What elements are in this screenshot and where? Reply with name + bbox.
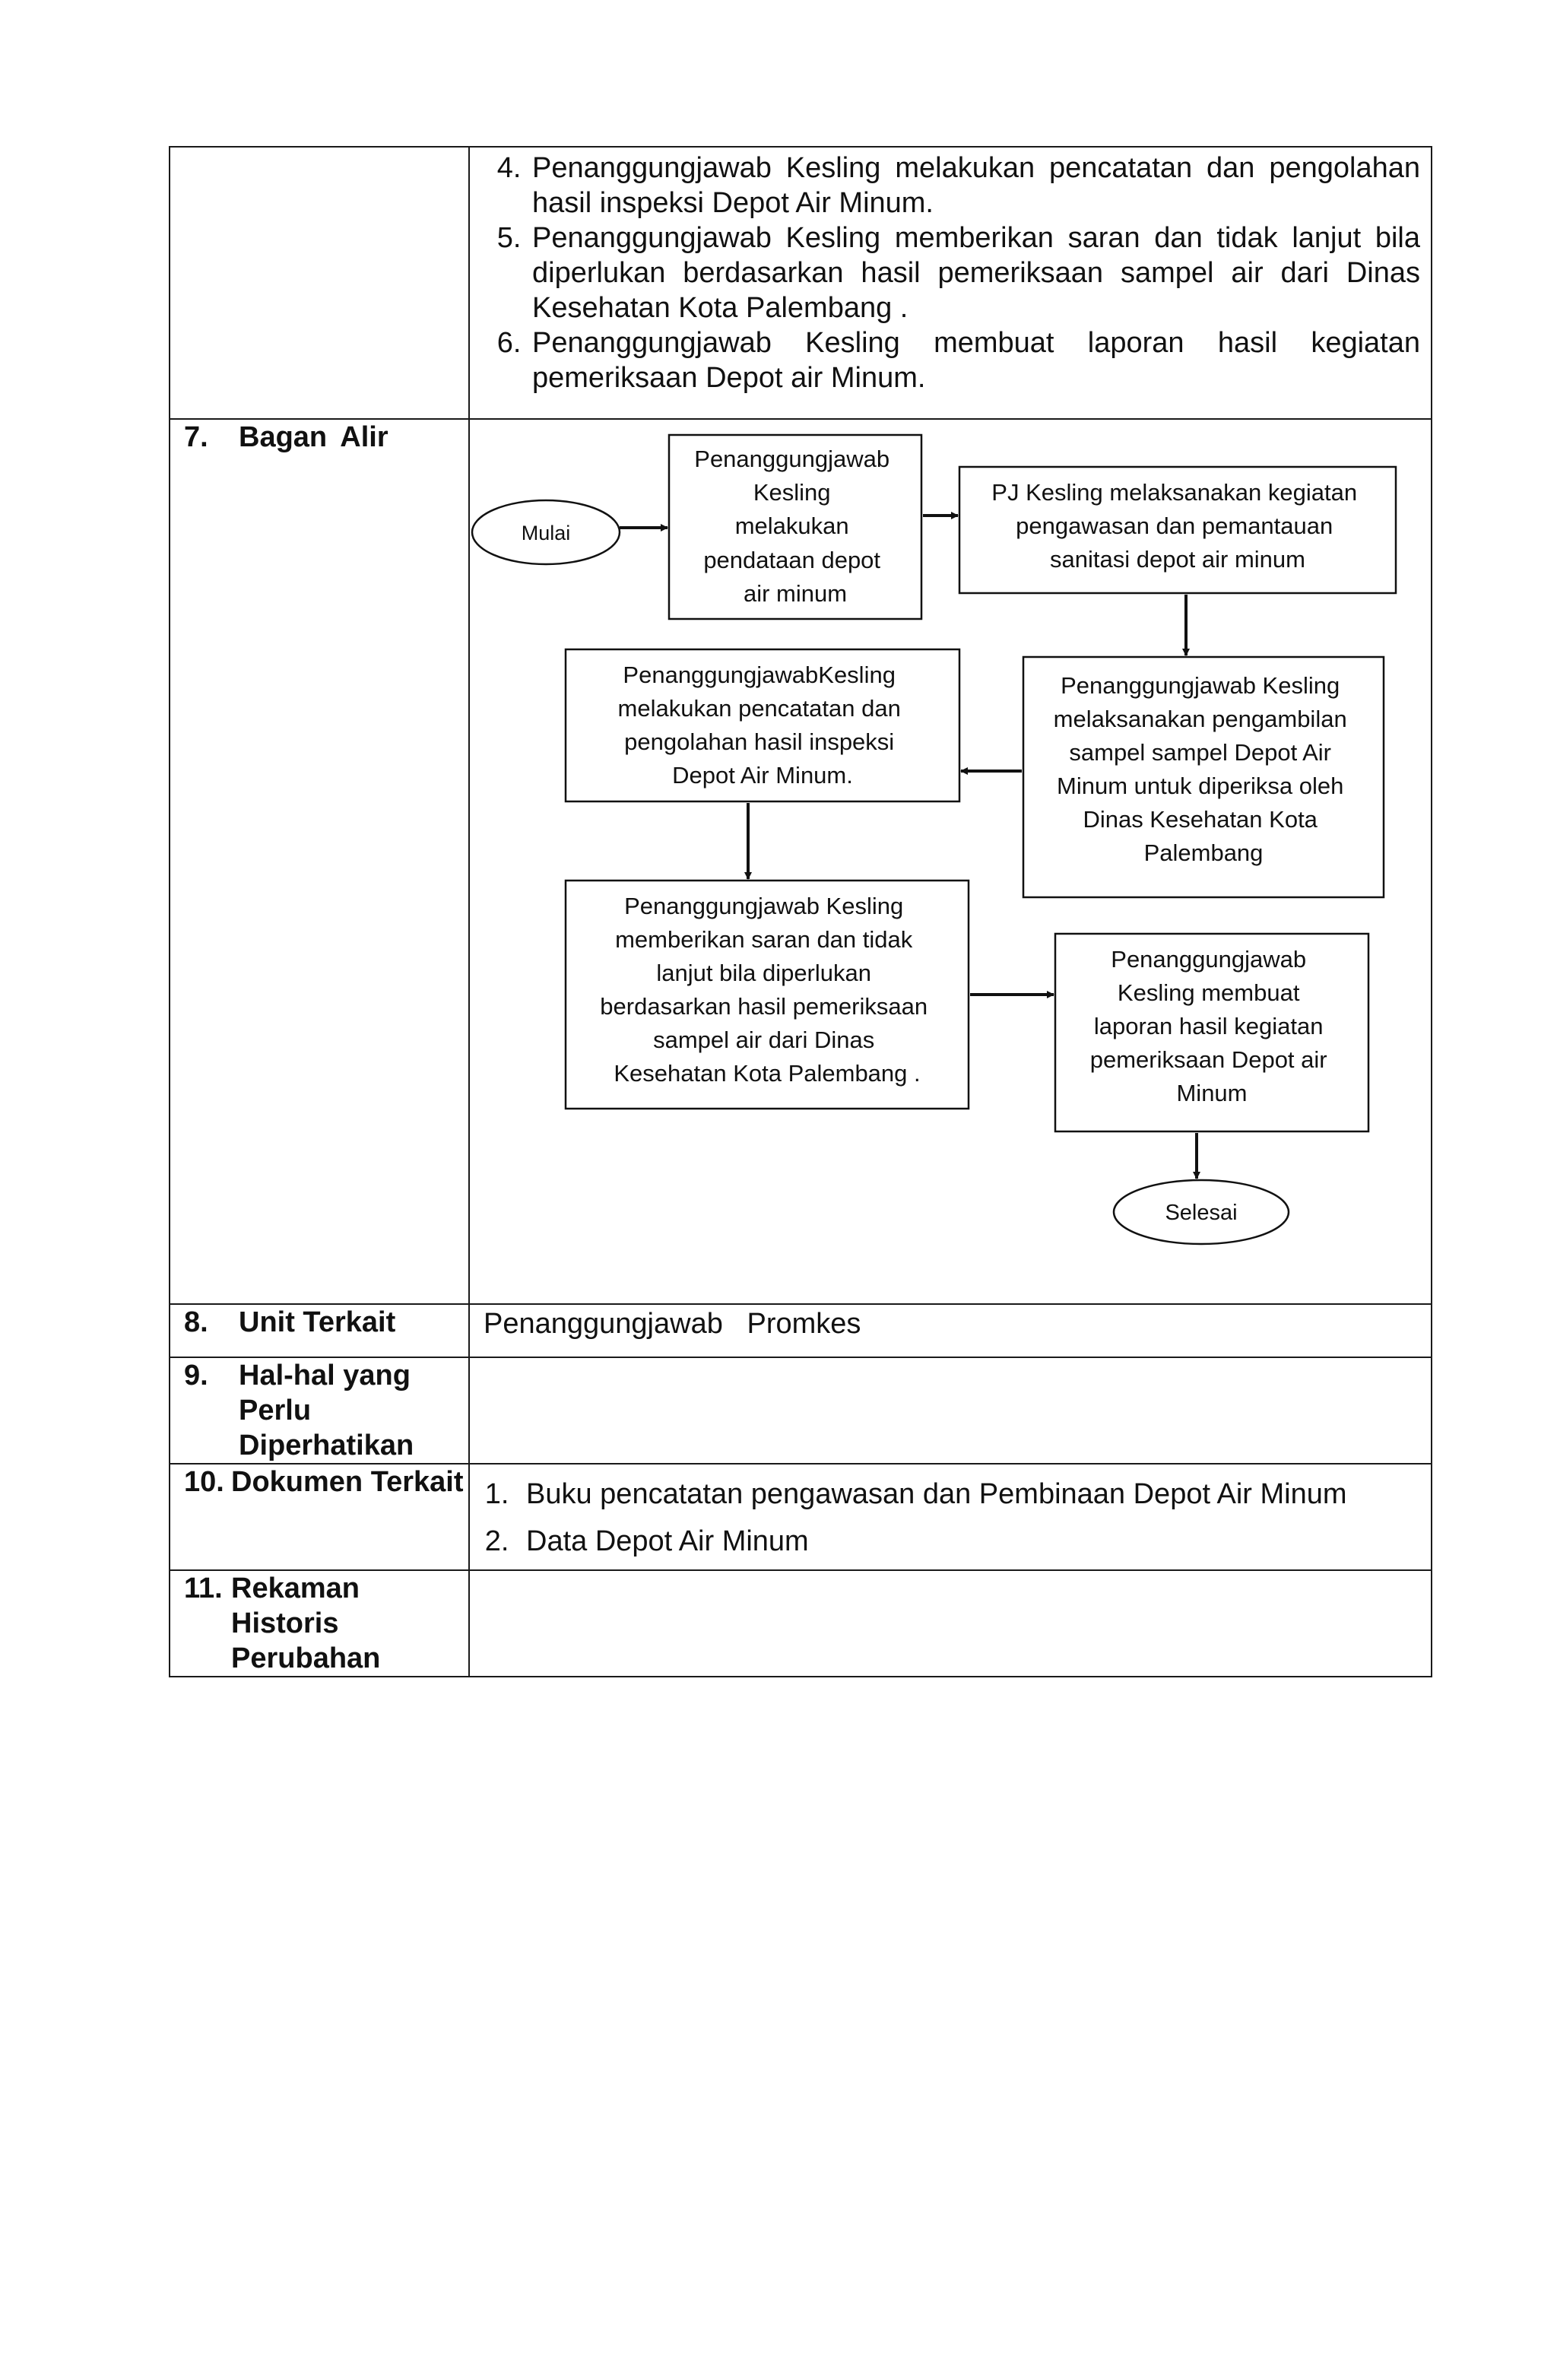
procedure-label-cell (169, 146, 470, 420)
process-box-pendataan (668, 433, 923, 620)
process-box-saran (564, 879, 970, 1110)
dokumen-item: Data Depot Air Minum (517, 1521, 1420, 1562)
process-box-pengambilan-sampel (1022, 655, 1385, 899)
process-text-pencatatan: PenanggungjawabKesling melakukan pencata… (618, 662, 908, 789)
hal-hal-content-cell (468, 1357, 1432, 1464)
process-text-pengambilan-sampel: Penanggungjawab Kesling melaksanakan pen… (1054, 672, 1354, 866)
hal-hal-label-cell: 9. Hal-hal yang Perlu Diperhatikan (169, 1357, 470, 1464)
process-text-saran: Penanggungjawab Kesling memberikan saran… (600, 893, 934, 1087)
process-box-pencatatan (564, 648, 961, 803)
flowchart-diagram: Mulai Penanggungjawab Kesling melakukan … (471, 433, 1397, 1246)
hal-hal-row: 9. Hal-hal yang Perlu Diperhatikan (169, 1357, 1432, 1464)
start-terminator (471, 499, 621, 566)
dokumen-item: Buku pencatatan pengawasan dan Pembinaan… (517, 1474, 1420, 1515)
process-text-pengawasan: PJ Kesling melaksanakan kegiatan pengawa… (991, 479, 1363, 573)
dokumen-row: 10.Dokumen Terkait Buku pencatatan penga… (169, 1463, 1432, 1571)
flowchart-cell: Mulai Penanggungjawab Kesling melakukan … (468, 418, 1432, 1305)
unit-terkait-content-cell: Penanggungjawab Promkes (468, 1303, 1432, 1358)
rekaman-label-cell: 11.Rekaman Historis Perubahan (169, 1569, 470, 1677)
end-label: Selesai (1165, 1201, 1237, 1225)
procedure-content-cell: Penanggungjawab Kesling melakukan pencat… (468, 146, 1432, 420)
sop-table: Penanggungjawab Kesling melakukan pencat… (169, 146, 1432, 1677)
procedure-step: Penanggungjawab Kesling memberikan saran… (529, 221, 1420, 325)
section-number: 8. (184, 1306, 208, 1338)
process-text-laporan: Penanggungjawab Kesling membuat laporan … (1090, 946, 1334, 1106)
section-number: 9. (184, 1360, 208, 1392)
flow-arrows (620, 512, 1200, 1179)
unit-terkait-label-cell: 8. Unit Terkait (169, 1303, 470, 1358)
procedure-step: Penanggungjawab Kesling membuat laporan … (529, 325, 1420, 395)
bagan-alir-label-cell: 7. Bagan Alir (169, 418, 470, 1305)
procedure-step: Penanggungjawab Kesling melakukan pencat… (529, 151, 1420, 221)
start-label: Mulai (522, 522, 571, 544)
dokumen-label-cell: 10.Dokumen Terkait (169, 1463, 470, 1571)
section-label: Hal-hal yang Perlu Diperhatikan (239, 1360, 414, 1461)
dokumen-content-cell: Buku pencatatan pengawasan dan Pembinaan… (468, 1463, 1432, 1571)
rekaman-row: 11.Rekaman Historis Perubahan (169, 1569, 1432, 1677)
section-label: Bagan Alir (239, 421, 388, 453)
bagan-alir-row: 7. Bagan Alir Mulai Penanggungjawab Kesli… (169, 418, 1432, 1305)
dokumen-list: Buku pencatatan pengawasan dan Pembinaan… (470, 1464, 1431, 1569)
section-label: Dokumen Terkait (231, 1466, 464, 1498)
unit-terkait-row: 8. Unit Terkait Penanggungjawab Promkes (169, 1303, 1432, 1358)
section-label: Rekaman Historis Perubahan (231, 1572, 381, 1674)
process-text-pendataan: Penanggungjawab Kesling melakukan pendat… (694, 446, 896, 607)
section-number: 10. (184, 1466, 224, 1498)
end-terminator (1112, 1179, 1290, 1246)
rekaman-content-cell (468, 1569, 1432, 1677)
section-number: 11. (184, 1572, 223, 1604)
unit-terkait-value: Penanggungjawab Promkes (484, 1308, 861, 1340)
procedure-row: Penanggungjawab Kesling melakukan pencat… (169, 146, 1432, 420)
section-number: 7. (184, 421, 208, 453)
section-label: Unit Terkait (239, 1306, 396, 1338)
process-box-pengawasan (958, 465, 1397, 595)
procedure-steps-list: Penanggungjawab Kesling melakukan pencat… (470, 148, 1431, 418)
process-box-laporan (1054, 932, 1370, 1133)
